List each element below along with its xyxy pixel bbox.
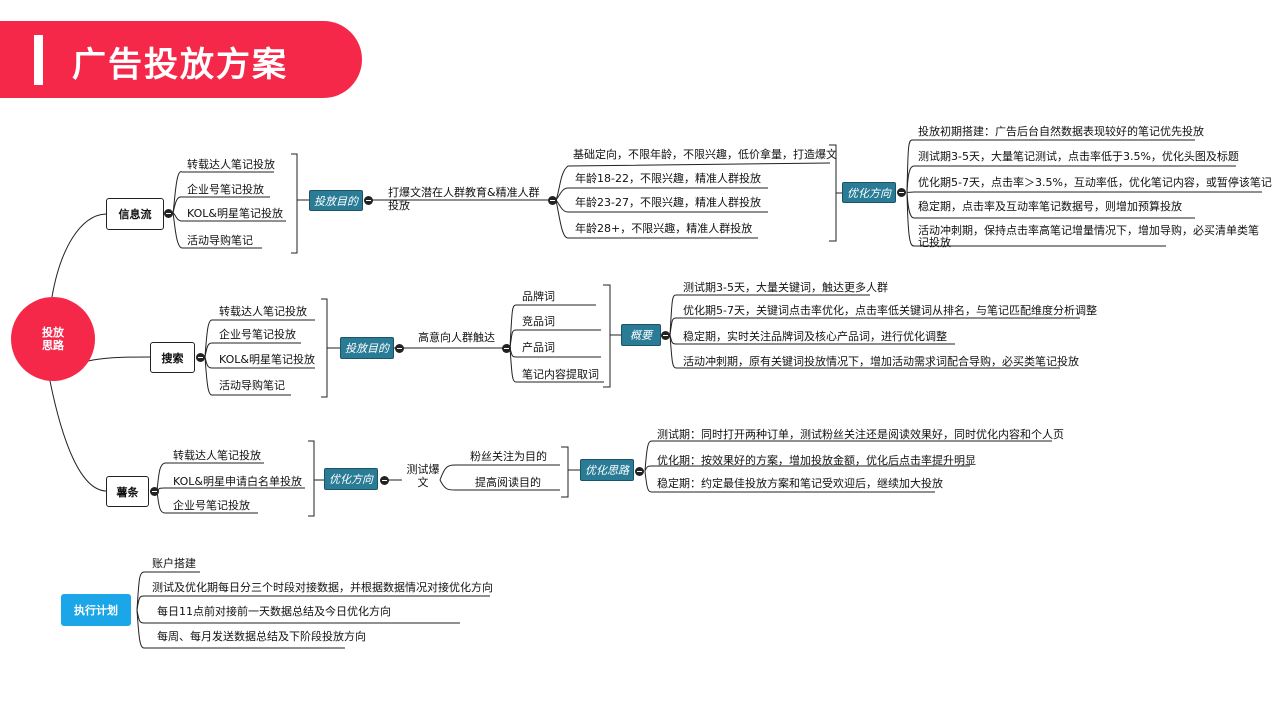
collapse-icon[interactable] — [150, 487, 159, 496]
header-banner: 广告投放方案 — [0, 21, 362, 98]
collapse-icon[interactable] — [395, 344, 404, 353]
execution-plan-node[interactable]: 执行计划 — [61, 594, 131, 626]
collapse-icon[interactable] — [380, 476, 389, 485]
feed-source-item: KOL&明星笔记投放 — [187, 207, 283, 220]
collapse-icon[interactable] — [897, 188, 906, 197]
execution-item: 每周、每月发送数据总结及下阶段投放方向 — [157, 630, 366, 643]
link-feed-src-3 — [172, 212, 286, 222]
search-phase-item: 优化期5-7天，关键词点击率优化，点击率低关键词从排名，与笔记匹配维度分析调整 — [683, 304, 1097, 317]
link-search-phase-1 — [669, 294, 870, 336]
feed-source-item: 转载达人笔记投放 — [187, 158, 275, 171]
feed-optim-item: 优化期5-7天，点击率＞3.5%，互动率低，优化笔记内容，或暂停该笔记 — [918, 176, 1272, 189]
bracket-shutiao-src — [308, 440, 315, 517]
shutiao-source-item: 企业号笔记投放 — [173, 499, 250, 512]
link-shutiao-aim-1 — [439, 464, 560, 481]
execution-item: 测试及优化期每日分三个时段对接数据，并根据数据情况对接优化方向 — [152, 581, 493, 594]
bracket-feed-src — [291, 153, 298, 254]
feed-optim-top: 投放初期搭建：广告后台自然数据表现较好的笔记优先投放 — [918, 125, 1204, 138]
search-source-item: 活动导购笔记 — [219, 379, 285, 392]
search-keyword-item: 产品词 — [522, 341, 555, 354]
shutiao-note-item: 测试期：同时打开两种订单，测试粉丝关注还是阅读效果好，同时优化内容和个人页 — [657, 428, 1064, 441]
search-node[interactable]: 搜索 — [150, 342, 195, 373]
feed-goal: 打爆文潜在人群教育&精准人群投放 — [388, 186, 540, 212]
shutiao-aim-item: 粉丝关注为目的 — [470, 450, 547, 463]
execution-item: 每日11点前对接前一天数据总结及今日优化方向 — [157, 605, 391, 618]
link-feed-src-4 — [172, 212, 262, 249]
search-phase-item: 测试期3-5天，大量关键词，触达更多人群 — [683, 281, 888, 294]
collapse-icon[interactable] — [502, 344, 511, 353]
collapse-icon[interactable] — [635, 467, 644, 476]
collapse-icon[interactable] — [661, 331, 670, 340]
link-feed-optim-top — [906, 139, 1195, 193]
bracket-search-kw — [603, 284, 611, 388]
shutiao-node[interactable]: 薯条 — [106, 476, 149, 507]
link-search-kw-1 — [509, 304, 596, 349]
search-keyword-item: 品牌词 — [522, 290, 555, 303]
collapse-icon[interactable] — [164, 209, 173, 218]
shutiao-source-item: 转载达人笔记投放 — [173, 449, 261, 462]
execution-item: 账户搭建 — [152, 557, 196, 570]
feed-optim-item: 活动冲刺期，保持点击率高笔记增量情况下，增加导购，必买清单类笔记投放 — [918, 224, 1259, 249]
search-phase-item: 稳定期，实时关注品牌词及核心产品词，进行优化调整 — [683, 330, 947, 343]
feed-source-item: 企业号笔记投放 — [187, 183, 264, 196]
link-feed-target-1 — [555, 162, 831, 201]
search-keyword-item: 笔记内容提取词 — [522, 368, 599, 381]
link-shutiao-note-1 — [644, 440, 1052, 472]
search-source-item: 企业号笔记投放 — [219, 328, 296, 341]
search-keyword-item: 竞品词 — [522, 315, 555, 328]
link-root-shutiao — [49, 380, 107, 492]
link-feed-src-2 — [172, 196, 270, 214]
link-root-feed — [51, 213, 107, 298]
feed-optim-item: 稳定期，点击率及互动率笔记数据号，则增加预算投放 — [918, 200, 1182, 213]
bracket-shutiao-aims — [561, 446, 569, 498]
shutiao-aim-item: 提高阅读目的 — [475, 476, 541, 489]
link-exec-1 — [136, 571, 200, 611]
shutiao-note-item: 优化期：按效果好的方案，增加投放金额，优化后点击率提升明显 — [657, 454, 976, 467]
header-accent-bar — [34, 35, 43, 85]
feed-target-item: 基础定向，不限年龄，不限兴趣，低价拿量，打造爆文 — [573, 148, 837, 161]
shutiao-note-item: 稳定期：约定最佳投放方案和笔记受欢迎后，继续加大投放 — [657, 477, 943, 490]
shutiao-goal: 测试爆文 — [406, 463, 440, 489]
shutiao-optimize-tag[interactable]: 优化方向 — [324, 468, 378, 490]
bracket-search-src — [321, 298, 328, 398]
collapse-icon[interactable] — [196, 353, 205, 362]
search-source-item: KOL&明星笔记投放 — [219, 353, 315, 366]
search-phase-item: 活动冲刺期，原有关键词投放情况下，增加活动需求词配合导购，必买类笔记投放 — [683, 355, 1079, 368]
feed-target-item: 年龄23-27，不限兴趣，精准人群投放 — [575, 196, 761, 209]
search-summary-tag[interactable]: 概要 — [621, 324, 661, 346]
link-search-src-1 — [204, 319, 315, 358]
collapse-icon[interactable] — [364, 196, 373, 205]
feed-source-item: 活动导购笔记 — [187, 234, 253, 247]
feed-optimize-tag[interactable]: 优化方向 — [842, 182, 896, 203]
search-source-item: 转载达人笔记投放 — [219, 305, 307, 318]
feed-purpose-tag[interactable]: 投放目的 — [309, 190, 363, 211]
root-node[interactable]: 投放 思路 — [11, 297, 95, 381]
shutiao-idea-tag[interactable]: 优化思路 — [580, 459, 634, 481]
search-purpose-tag[interactable]: 投放目的 — [340, 337, 394, 359]
search-goal: 高意向人群触达 — [418, 331, 495, 344]
page-title: 广告投放方案 — [72, 45, 288, 85]
feed-target-item: 年龄18-22，不限兴趣，精准人群投放 — [575, 172, 761, 185]
feed-optim-item: 测试期3-5天，大量笔记测试，点击率低于3.5%，优化头图及标题 — [918, 150, 1239, 163]
collapse-icon[interactable] — [548, 196, 557, 205]
feed-target-item: 年龄28+，不限兴趣，精准人群投放 — [575, 222, 753, 235]
feed-node[interactable]: 信息流 — [106, 198, 164, 230]
shutiao-source-item: KOL&明星申请白名单投放 — [173, 475, 302, 488]
link-shutiao-src-1 — [156, 462, 264, 492]
